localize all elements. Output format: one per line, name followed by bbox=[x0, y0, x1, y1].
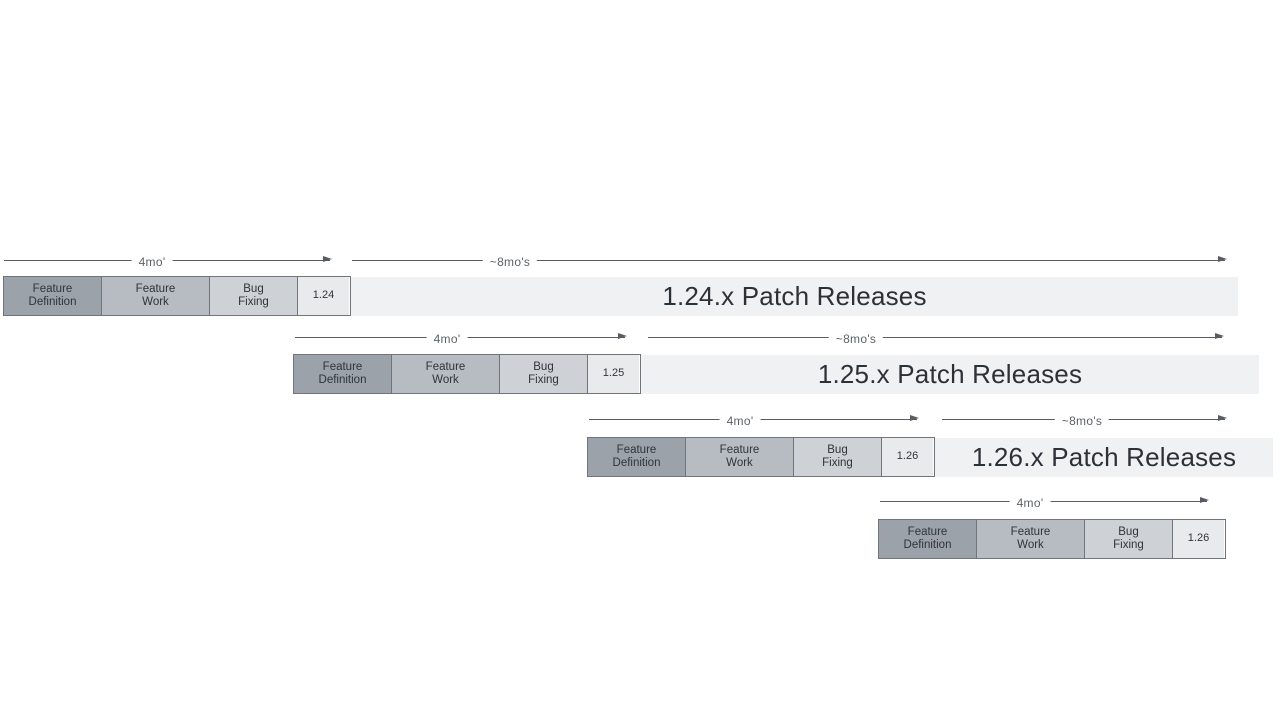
patch-release-bar: 1.26.x Patch Releases bbox=[935, 438, 1273, 477]
arrow-head-icon bbox=[910, 415, 919, 422]
phase-bug-fixing: Bug Fixing bbox=[499, 355, 587, 393]
arrow-head-icon bbox=[1218, 256, 1227, 263]
phase-feature-work: Feature Work bbox=[391, 355, 499, 393]
arrow-head-icon bbox=[1200, 497, 1209, 504]
phase-feature-definition: Feature Definition bbox=[4, 277, 101, 315]
patch-duration-label: ~8mo's bbox=[1054, 414, 1110, 429]
dev-duration-label: 4mo' bbox=[1009, 496, 1051, 511]
arrow-head-icon bbox=[1218, 415, 1227, 422]
version-box: 1.25 bbox=[587, 355, 639, 393]
dev-duration-arrow: 4mo' bbox=[589, 414, 919, 429]
dev-duration-label: 4mo' bbox=[719, 414, 761, 429]
patch-duration-arrow: ~8mo's bbox=[942, 414, 1227, 429]
patch-release-bar: 1.25.x Patch Releases bbox=[641, 355, 1259, 394]
phase-bug-fixing: Bug Fixing bbox=[1084, 520, 1172, 558]
patch-release-bar: 1.24.x Patch Releases bbox=[351, 277, 1238, 316]
patch-duration-label: ~8mo's bbox=[482, 255, 538, 270]
arrow-head-icon bbox=[1215, 333, 1224, 340]
patch-duration-label: ~8mo's bbox=[828, 332, 884, 347]
dev-duration-label: 4mo' bbox=[426, 332, 468, 347]
patch-duration-arrow: ~8mo's bbox=[648, 332, 1224, 347]
arrow-head-icon bbox=[618, 333, 627, 340]
dev-duration-arrow: 4mo' bbox=[880, 496, 1209, 511]
dev-duration-arrow: 4mo' bbox=[295, 332, 627, 347]
phase-timeline: Feature Definition Feature Work Bug Fixi… bbox=[587, 437, 935, 477]
phase-feature-definition: Feature Definition bbox=[879, 520, 976, 558]
phase-feature-definition: Feature Definition bbox=[588, 438, 685, 476]
arrow-head-icon bbox=[323, 256, 332, 263]
dev-duration-arrow: 4mo' bbox=[4, 255, 332, 270]
phase-feature-work: Feature Work bbox=[976, 520, 1084, 558]
phase-feature-work: Feature Work bbox=[101, 277, 209, 315]
patch-release-label: 1.24.x Patch Releases bbox=[662, 281, 927, 311]
version-box: 1.26 bbox=[881, 438, 933, 476]
version-box: 1.26 bbox=[1172, 520, 1224, 558]
phase-feature-work: Feature Work bbox=[685, 438, 793, 476]
version-box: 1.24 bbox=[297, 277, 349, 315]
phase-bug-fixing: Bug Fixing bbox=[209, 277, 297, 315]
patch-duration-arrow: ~8mo's bbox=[352, 255, 1227, 270]
phase-feature-definition: Feature Definition bbox=[294, 355, 391, 393]
phase-timeline: Feature Definition Feature Work Bug Fixi… bbox=[3, 276, 351, 316]
phase-timeline: Feature Definition Feature Work Bug Fixi… bbox=[878, 519, 1226, 559]
phase-bug-fixing: Bug Fixing bbox=[793, 438, 881, 476]
patch-release-label: 1.25.x Patch Releases bbox=[817, 359, 1083, 389]
phase-timeline: Feature Definition Feature Work Bug Fixi… bbox=[293, 354, 641, 394]
dev-duration-label: 4mo' bbox=[131, 255, 173, 270]
patch-release-label: 1.26.x Patch Releases bbox=[971, 442, 1237, 472]
